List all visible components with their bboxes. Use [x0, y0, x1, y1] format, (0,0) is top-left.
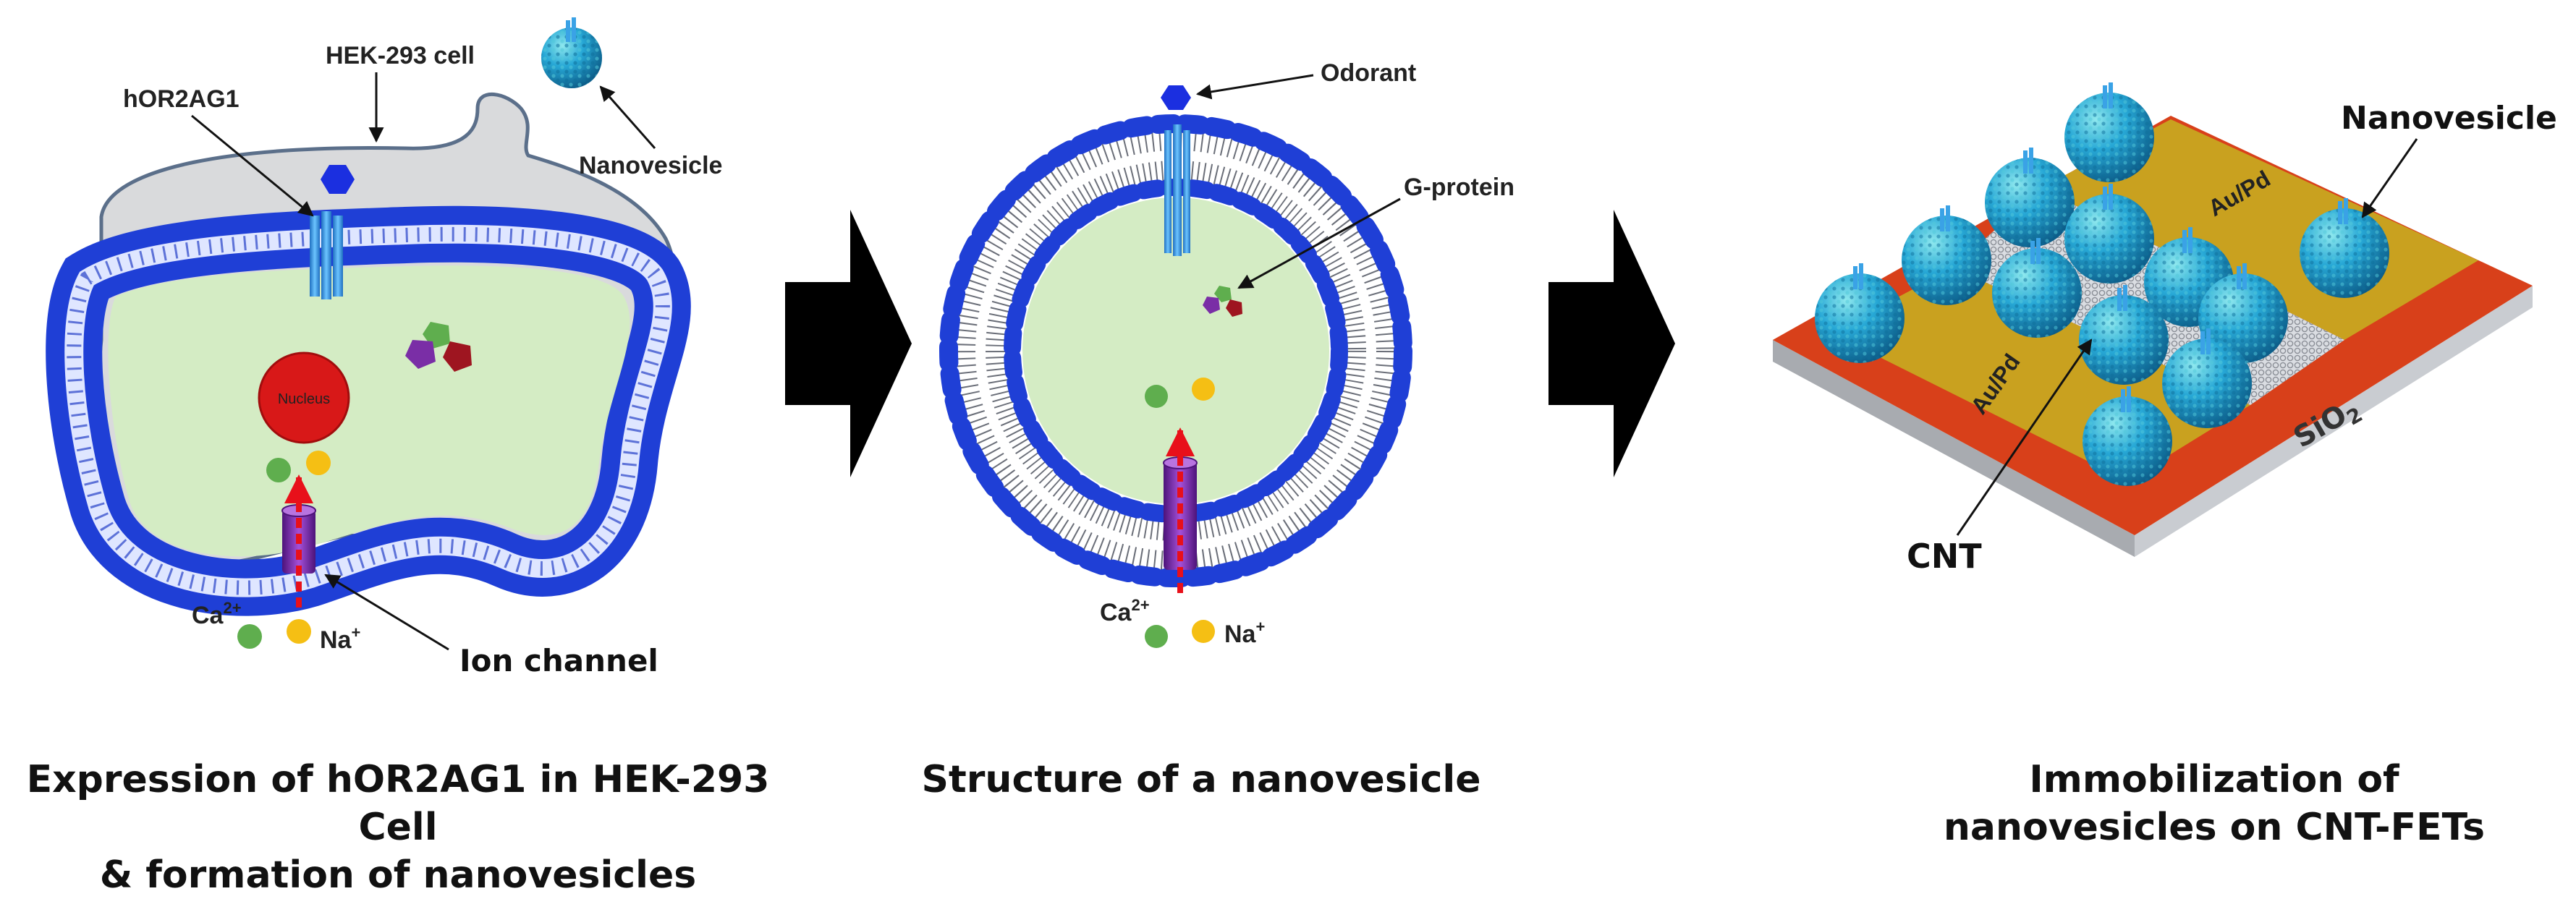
panel-2-nanovesicle: Ca2+ Na+ Odorant G-protein: [939, 59, 1514, 648]
caption-panel-1: Expression of hOR2AG1 in HEK-293 Cell & …: [0, 756, 796, 899]
vesicle-g-protein: [1203, 286, 1242, 317]
calcium-ion: [266, 458, 291, 482]
nanovesicle-small: [541, 17, 602, 88]
nanovesicle-8: [2300, 198, 2389, 298]
nanovesicle-3: [1902, 205, 1991, 305]
vesicle-ion-channel: [1164, 461, 1197, 570]
ca-superscript: 2+: [223, 599, 241, 617]
caption-panel-2: Structure of a nanovesicle: [912, 756, 1491, 804]
odorant-hexagon: [321, 165, 355, 194]
nanovesicle-pointer-p3: [2361, 138, 2418, 218]
ion-channel-pointer: [324, 574, 449, 651]
panel-3-cnt-fet: Au/Pd Au/Pd SiO2 Nanovesicle CNT: [1773, 82, 2557, 576]
vesicle-na-label: Na+: [1224, 618, 1265, 648]
ca-text: Ca: [192, 602, 224, 629]
ion-channel-label: Ion channel: [459, 643, 658, 678]
odorant-pointer: [1195, 74, 1314, 100]
vesicle-lumen: [1022, 197, 1329, 504]
vesicle-odorant: [1161, 85, 1191, 110]
caption-panel-3: Immobilization of nanovesicles on CNT-FE…: [1852, 756, 2576, 851]
receptor-label: hOR2AG1: [123, 85, 240, 113]
gprotein-pointer: [1237, 197, 1401, 289]
vesicle-ca-label: Ca2+: [1100, 596, 1150, 626]
caption-panel-3-line1: Immobilization of: [2029, 758, 2399, 801]
nucleus-label: Nucleus: [278, 391, 330, 407]
odorant-label: Odorant: [1321, 59, 1416, 87]
cnt-label: CNT: [1907, 537, 1982, 576]
cytoplasm: [108, 265, 630, 557]
nanovesicle-12: [2083, 386, 2172, 486]
substrate-left-face: [1773, 340, 2135, 557]
caption-panel-1-line2: & formation of nanovesicles: [99, 853, 697, 897]
panel-1-cell: Nucleus Ca2+ Na+: [46, 17, 722, 678]
nanovesicle-pointer-p1: [599, 85, 656, 149]
na-superscript: +: [351, 623, 360, 642]
gprotein-label: G-protein: [1404, 174, 1514, 201]
hor2ag1-receptor: [310, 211, 343, 299]
g-protein-cluster: [405, 322, 472, 372]
nanovesicle-6: [1992, 238, 2082, 338]
diagram-canvas: Nucleus Ca2+ Na+: [46, 17, 2557, 678]
sodium-ion: [306, 451, 331, 475]
na-label: Na+: [320, 623, 360, 654]
cnt-pointer: [1956, 338, 2093, 536]
outer-lipid-heads: [939, 114, 1412, 587]
nanovesicle-1: [2064, 82, 2154, 182]
nanovesicle-5: [1815, 263, 1905, 363]
nanovesicle-4: [2064, 184, 2154, 284]
na-text: Na: [320, 626, 352, 654]
substrate-right-face: [2135, 286, 2533, 557]
vesicle-na-text: Na: [1224, 621, 1257, 648]
flow-arrow-2: [1548, 210, 1675, 477]
nanovesicle-2: [1985, 148, 2075, 247]
vesicle-sodium-outside: [1192, 620, 1215, 643]
vesicle-calcium-outside: [1145, 625, 1168, 648]
chip-nanovesicles: [1815, 82, 2389, 486]
vesicle-na-superscript: +: [1255, 618, 1265, 636]
vesicle-sodium: [1192, 378, 1215, 401]
receptor-pointer: [191, 114, 314, 217]
flow-arrow-1: [785, 210, 912, 477]
sodium-ion-outside: [287, 619, 311, 644]
nanovesicle-label-p1: Nanovesicle: [579, 152, 722, 179]
nucleus: [258, 351, 350, 444]
calcium-ion-outside: [237, 624, 262, 649]
caption-panel-2-line1: Structure of a nanovesicle: [921, 758, 1481, 801]
hek293-label: HEK-293 cell: [326, 42, 475, 69]
caption-panel-3-line2: nanovesicles on CNT-FETs: [1943, 806, 2486, 849]
caption-panel-1-line1: Expression of hOR2AG1 in HEK-293 Cell: [26, 758, 770, 849]
ca-label: Ca2+: [192, 599, 242, 629]
vesicle-calcium: [1145, 385, 1168, 408]
nanovesicle-9: [2079, 285, 2169, 385]
nanovesicle-label-p3: Nanovesicle: [2341, 100, 2557, 137]
vesicle-ca-text: Ca: [1100, 599, 1132, 626]
vesicle-ca-superscript: 2+: [1131, 596, 1149, 614]
nanovesicle-11: [2162, 328, 2252, 428]
vesicle-receptor: [1164, 124, 1190, 256]
